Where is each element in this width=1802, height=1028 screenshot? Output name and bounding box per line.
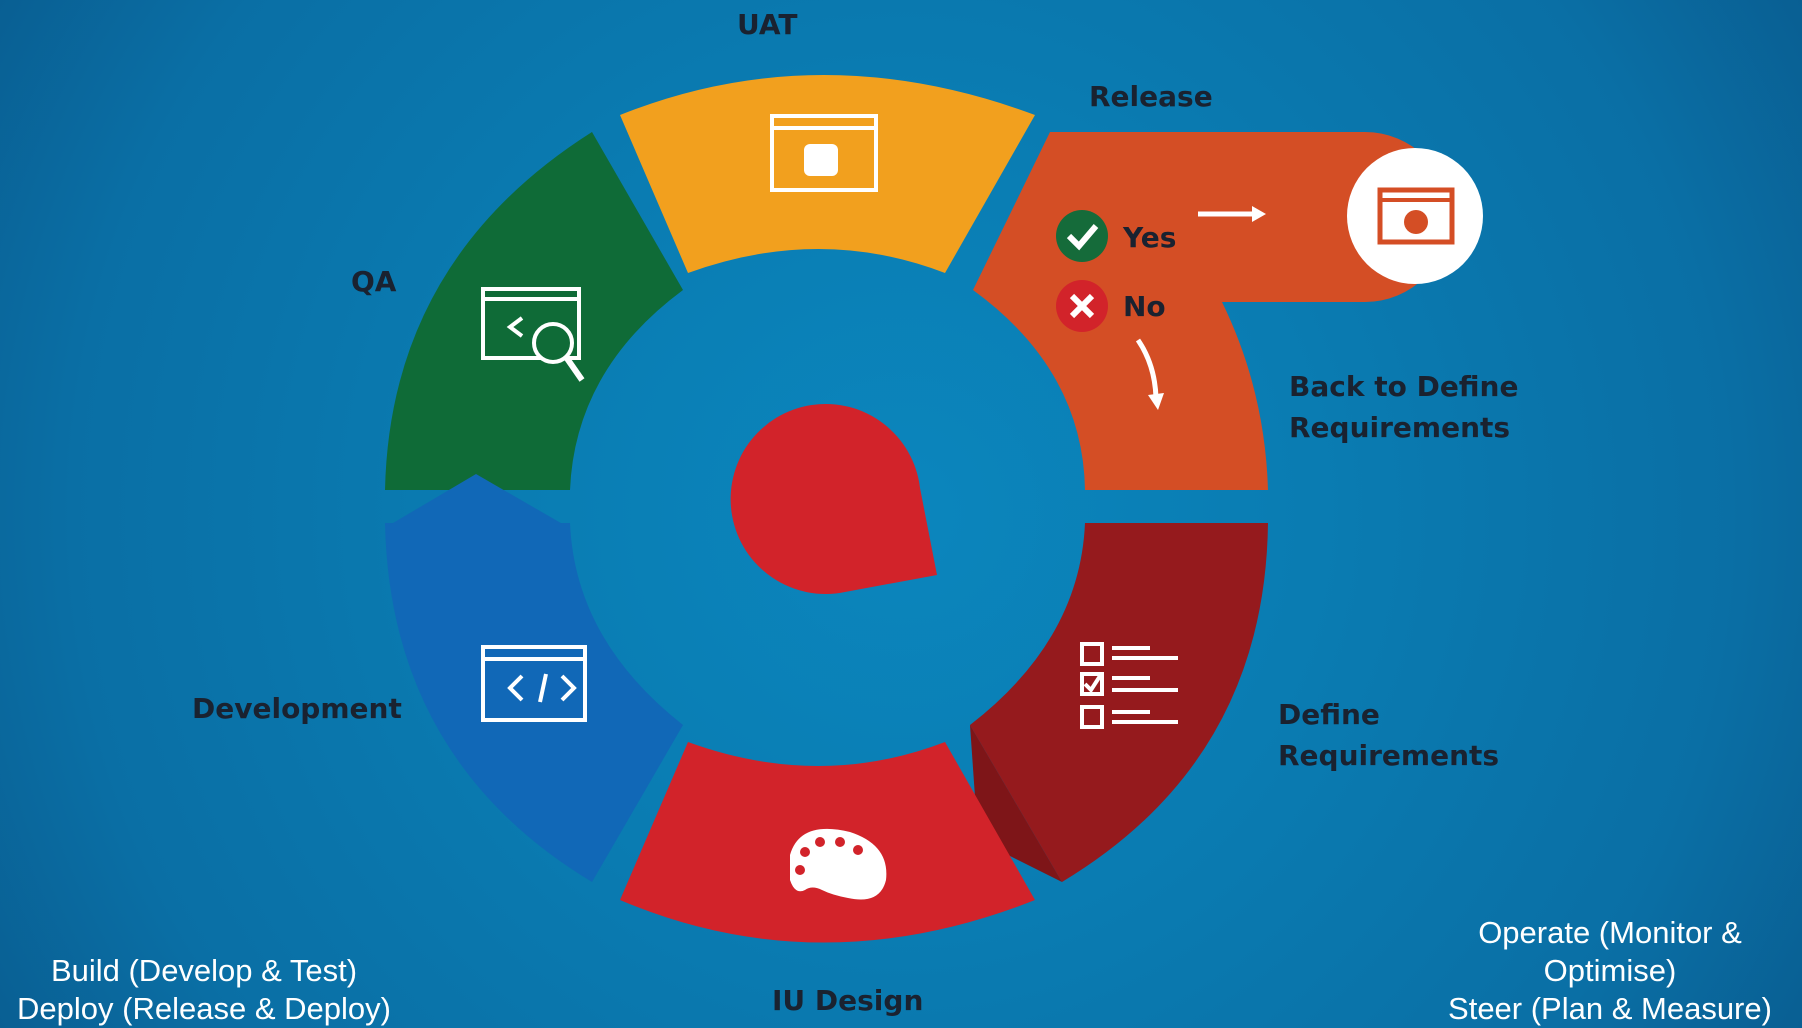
back-to-define-line-2: Requirements: [1289, 411, 1511, 444]
center-pin: [730, 403, 937, 594]
development-segment: [385, 523, 683, 882]
code-window-icon: [481, 645, 587, 722]
footer-left-line-2: Deploy (Release & Deploy): [17, 991, 391, 1026]
yes-label: Yes: [1123, 221, 1177, 254]
checklist-icon: [1080, 642, 1178, 729]
define-requirements-line-2: Requirements: [1278, 739, 1500, 772]
define-requirements-segment: [970, 523, 1268, 882]
footer-right-line-1: Operate (Monitor &: [1478, 915, 1742, 950]
arrow-down-icon: [1135, 338, 1164, 410]
arrow-right-icon: [1198, 206, 1266, 222]
back-to-define-label: Back to Define Requirements: [1289, 366, 1518, 448]
development-arrow: [388, 474, 566, 526]
qa-label: QA: [351, 265, 397, 298]
cross-icon: [1056, 280, 1108, 332]
footer-left-line-1: Build (Develop & Test): [50, 953, 358, 988]
check-icon: [1056, 210, 1108, 262]
back-to-define-line-1: Back to Define: [1289, 370, 1519, 403]
define-requirements-label: Define Requirements: [1278, 694, 1499, 776]
footer-right-line-2: Optimise): [1543, 953, 1677, 988]
no-label: No: [1123, 290, 1166, 323]
footer-right-line-3: Steer (Plan & Measure): [1448, 991, 1772, 1026]
ui-design-label: IU Design: [772, 984, 924, 1017]
palette-icon: [790, 828, 887, 900]
release-label: Release: [1089, 80, 1213, 113]
qa-segment: [385, 132, 683, 490]
uat-label: UAT: [737, 8, 798, 41]
footer-left: Build (Develop & Test) Deploy (Release &…: [4, 952, 404, 1028]
browser-check-icon: [1377, 187, 1455, 245]
code-search-icon: [481, 287, 585, 382]
browser-thumbs-up-icon: [770, 114, 878, 192]
footer-right: Operate (Monitor & Optimise) Steer (Plan…: [1420, 914, 1800, 1028]
define-requirements-line-1: Define: [1278, 698, 1380, 731]
development-label: Development: [192, 692, 402, 725]
